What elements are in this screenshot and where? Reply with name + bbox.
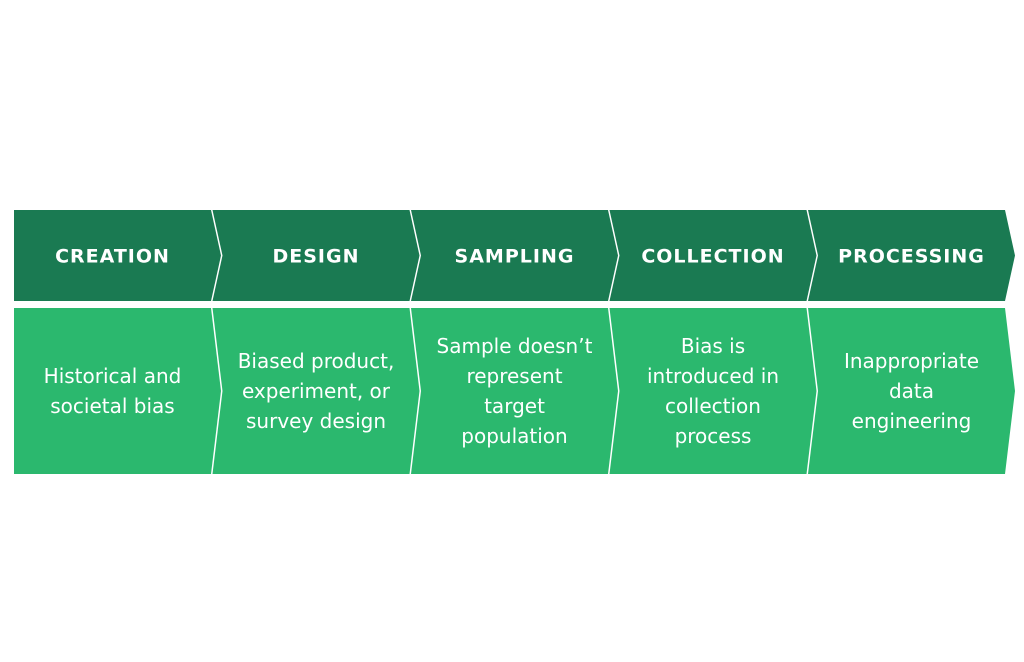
stage-header-label: COLLECTION: [641, 246, 784, 268]
stage-description-line: introduced in: [647, 364, 779, 388]
stage-description-line: Bias is: [681, 334, 745, 358]
stage-body-chevron: [212, 308, 420, 474]
stage-body-chevron: [411, 308, 618, 474]
stage-description-line: survey design: [246, 409, 386, 433]
stage-description-line: Biased product,: [238, 349, 395, 373]
stage-creation: CREATION Historical and societal bias: [14, 210, 221, 474]
stage-body-chevron: [609, 308, 817, 474]
stage-description-line: engineering: [852, 409, 972, 433]
stage-description-line: Historical and: [44, 364, 182, 388]
stage-sampling: SAMPLING Sample doesn’t represent target pop…: [411, 210, 618, 474]
stage-description-line: societal bias: [50, 394, 174, 418]
stage-description-line: Inappropriate: [844, 349, 979, 373]
stage-description-line: data: [889, 379, 934, 403]
stage-header-label: DESIGN: [272, 246, 359, 268]
stage-design: DESIGN Biased product, experiment, or surve…: [212, 210, 420, 474]
stage-header-chevron: [212, 210, 420, 301]
stage-collection: COLLECTION Bias is introduced in collection…: [609, 210, 817, 474]
stage-body-chevron: [808, 308, 1015, 474]
stage-processing: PROCESSING Inappropriate data engineering: [808, 210, 1015, 474]
stage-header-chevron: [14, 210, 221, 301]
stage-header-label: CREATION: [55, 246, 170, 268]
stage-description-line: collection: [665, 394, 761, 418]
stage-header-label: SAMPLING: [455, 246, 575, 268]
stage-header-chevron: [808, 210, 1015, 301]
stage-description-line: Sample doesn’t: [437, 334, 593, 358]
stage-header-chevron: [609, 210, 817, 301]
stage-description-line: process: [675, 424, 752, 448]
stage-description-line: population: [461, 424, 567, 448]
stage-header-label: PROCESSING: [838, 246, 985, 268]
stage-description-line: target: [484, 394, 545, 418]
stage-body-chevron: [14, 308, 221, 474]
stage-description-line: represent: [466, 364, 562, 388]
stages-layer: CREATION Historical and societal bias DESIG…: [14, 210, 1015, 474]
stage-header-chevron: [411, 210, 618, 301]
stage-description-line: experiment, or: [242, 379, 391, 403]
